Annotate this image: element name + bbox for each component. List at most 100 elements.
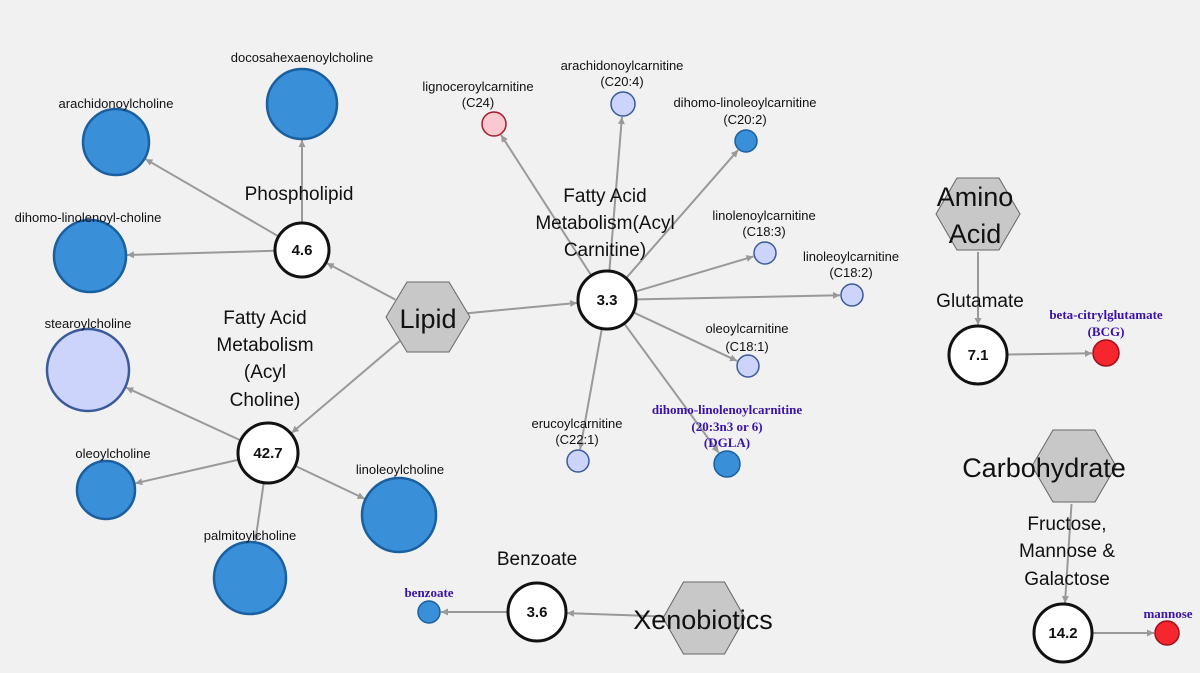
arach-label: arachidonoylcholine (59, 96, 174, 111)
dhlc-label: dihomo-linolenoyl-choline (15, 210, 162, 225)
edge-carb-to-fmg (1061, 503, 1073, 604)
linoc-label: linoleoylcholine (356, 462, 444, 477)
dgla-label: dihomo-linolenoylcarnitine (652, 402, 802, 417)
pathway-value: 3.3 (597, 292, 618, 309)
pathway-node-glu[interactable] (947, 324, 1009, 386)
benzoate-label: benzoate (404, 585, 453, 600)
c182-label: linoleoylcarnitine (803, 249, 899, 264)
metabolite-node-arach[interactable] (81, 107, 151, 177)
carb-label: Carbohydrate (962, 453, 1126, 483)
edge-acylcho-to-linoc (295, 465, 366, 500)
metabolite-node-c221[interactable] (566, 449, 590, 473)
metabolite-node-palm[interactable] (212, 540, 288, 616)
edge-acylcar-to-dgla (623, 323, 720, 454)
edge-phos-to-arach (144, 158, 279, 237)
c221-label: erucoylcarnitine (531, 416, 622, 431)
edge-acylcho-to-palm (252, 483, 265, 542)
metabolite-node-c182[interactable] (840, 283, 864, 307)
metabolite-node-c183[interactable] (753, 241, 777, 265)
fmg-label: Fructose, (1027, 514, 1106, 535)
bcg-label: beta-citrylglutamate (1049, 307, 1163, 322)
edge-acylcar-to-c204 (608, 116, 625, 271)
edge-acylcar-to-c221 (577, 329, 603, 450)
c204-label: (C20:4) (600, 74, 643, 89)
edge-lipid-to-acylcho (290, 340, 401, 434)
phos-label: Phospholipid (245, 184, 354, 205)
edge-glu-to-bcg (1007, 349, 1093, 357)
edge-acylcho-to-oleo (135, 458, 239, 486)
glu-label: Glutamate (936, 291, 1024, 312)
metabolite-node-benzoate[interactable] (417, 600, 441, 624)
category-node-amino[interactable] (935, 177, 1021, 251)
edges (125, 116, 1154, 637)
stear-label: stearoylcholine (45, 316, 132, 331)
category-node-carb[interactable] (1031, 429, 1117, 503)
pathway-node-phos[interactable] (273, 221, 331, 279)
metabolite-node-dgla[interactable] (713, 450, 741, 478)
dha-label: docosahexaenoylcholine (231, 50, 373, 65)
acylcho-label: Choline) (230, 390, 301, 411)
edge-acylcar-to-c182 (636, 291, 841, 301)
acylcar-label: Carnitine) (564, 240, 646, 261)
xeno-label: Xenobiotics (633, 605, 773, 635)
c24-label: (C24) (462, 95, 495, 110)
pathway-value: 42.7 (253, 445, 282, 462)
category-node-lipid[interactable] (385, 281, 471, 353)
metabolite-node-oleo[interactable] (75, 459, 137, 521)
c204-label: arachidonoylcarnitine (561, 58, 684, 73)
dgla-label: (20:3n3 or 6) (691, 419, 762, 434)
dgla-label: (DGLA) (704, 435, 750, 450)
metabolite-node-mannose[interactable] (1154, 620, 1180, 646)
c202-label: dihomo-linoleoylcarnitine (673, 95, 816, 110)
palm-label: palmitoylcholine (204, 528, 297, 543)
metabolite-node-c202[interactable] (734, 129, 758, 153)
edge-phos-to-dhlc (126, 249, 275, 259)
pathway-value: 14.2 (1048, 625, 1077, 642)
amino-label: Acid (949, 219, 1002, 249)
category-node-xeno[interactable] (662, 581, 746, 655)
edge-acylcar-to-c202 (625, 149, 739, 279)
c202-label: (C20:2) (723, 112, 766, 127)
c24-label: lignoceroylcarnitine (422, 79, 533, 94)
pathway-node-acylcar[interactable] (576, 269, 638, 331)
metabolite-node-dhlc[interactable] (52, 218, 128, 294)
pathway-value: 4.6 (292, 242, 313, 259)
metabolite-node-c181[interactable] (736, 354, 760, 378)
metabolite-node-c24[interactable] (481, 111, 507, 137)
acylcho-label: (Acyl (244, 362, 286, 383)
c181-label: oleoylcarnitine (705, 321, 788, 336)
c182-label: (C18:2) (829, 265, 872, 280)
edge-xeno-to-benz (566, 609, 667, 618)
edge-acylcar-to-c183 (635, 255, 754, 293)
acylcar-label: Metabolism(Acyl (535, 213, 674, 234)
acylcho-label: Metabolism (216, 335, 313, 356)
metabolite-node-bcg[interactable] (1092, 339, 1120, 367)
c183-label: (C18:3) (742, 224, 785, 239)
acylcar-label: Fatty Acid (563, 186, 646, 207)
lipid-label: Lipid (399, 304, 456, 334)
c183-label: linolenoylcarnitine (712, 208, 815, 223)
benz-label: Benzoate (497, 549, 577, 570)
metabolite-node-c204[interactable] (610, 91, 636, 117)
bcg-label: (BCG) (1088, 324, 1125, 339)
metabolite-node-dha[interactable] (265, 67, 339, 141)
nodes: 4.6 42.7 3.3 3.6 7.1 14.2 (45, 67, 1180, 664)
fmg-label: Mannose & (1019, 541, 1115, 562)
pathway-value: 3.6 (527, 604, 548, 621)
metabolite-node-linoc[interactable] (360, 476, 438, 554)
edge-acylcar-to-c24 (500, 134, 592, 276)
edge-lipid-to-phos (326, 262, 396, 301)
fmg-label: Galactose (1024, 569, 1110, 590)
pathway-node-acylcho[interactable] (236, 421, 300, 485)
edge-lipid-to-acylcar (464, 300, 578, 315)
oleo-label: oleoylcholine (75, 446, 150, 461)
pathway-node-fmg[interactable] (1032, 602, 1094, 664)
pathway-value: 7.1 (968, 347, 989, 364)
pathway-node-benz[interactable] (506, 581, 568, 643)
c221-label: (C22:1) (555, 432, 598, 447)
acylcho-label: Fatty Acid (223, 308, 306, 329)
mannose-label: mannose (1143, 606, 1192, 621)
metabolite-node-stear[interactable] (45, 327, 131, 413)
